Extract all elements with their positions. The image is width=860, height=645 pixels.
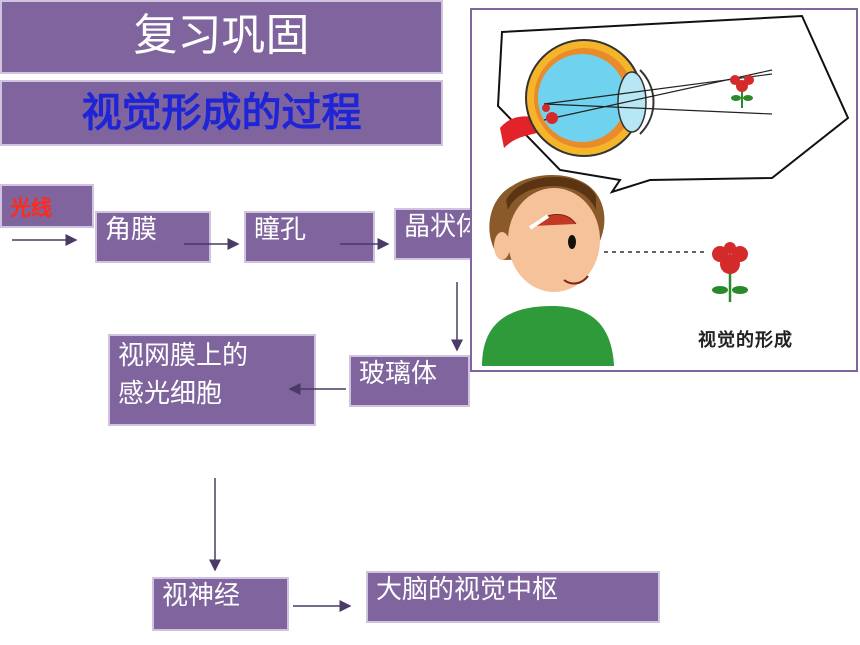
eye-illustration: 视觉的形成 [470,8,858,372]
eyeball-icon [500,39,773,157]
page-title: 复习巩固 [0,0,443,74]
visual-center-box: 大脑的视觉中枢 [366,571,660,623]
retina-label-line2: 感光细胞 [118,378,223,409]
pupil-label: 瞳孔 [254,215,307,245]
flower-large-icon [712,242,748,302]
lens-label: 晶状体 [404,212,483,242]
optic-nerve-box: 视神经 [152,577,289,631]
page-subtitle: 视觉形成的过程 [0,80,443,146]
cornea-label: 角膜 [105,215,158,245]
boy-head-icon [482,175,614,366]
eye-illustration-drawing [482,14,850,366]
optic-nerve-label: 视神经 [162,581,241,611]
vitreous-box: 玻璃体 [349,355,470,407]
flower-small-icon [730,75,754,108]
illustration-caption: 视觉的形成 [698,330,793,351]
cornea-box: 角膜 [95,211,211,263]
vitreous-label: 玻璃体 [359,359,438,389]
retina-box: 视网膜上的 感光细胞 [108,334,316,426]
visual-center-label: 大脑的视觉中枢 [376,575,559,605]
pupil-box: 瞳孔 [244,211,375,263]
light-label: 光线 [0,184,94,228]
retina-label-line1: 视网膜上的 [118,341,249,371]
